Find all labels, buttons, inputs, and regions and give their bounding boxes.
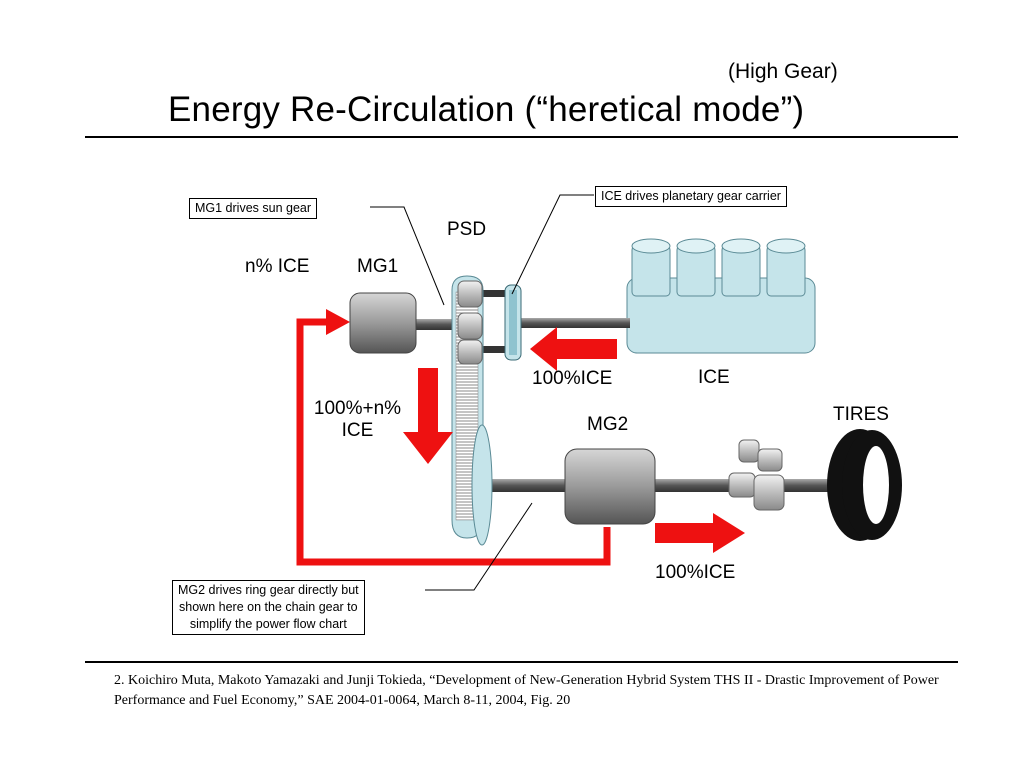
output-shaft — [484, 479, 839, 492]
tire — [827, 429, 902, 541]
output-arrow — [655, 513, 745, 553]
recirculation-path — [296, 309, 611, 566]
callout-mg2-line-2: shown here on the chain gear to — [179, 600, 358, 614]
label-n-ice: n% ICE — [245, 256, 310, 277]
ice-output-shaft — [515, 318, 630, 328]
mg2-motor — [564, 448, 656, 525]
label-ice-output: 100%ICE — [655, 562, 736, 583]
leader-mg2-drives — [425, 502, 533, 591]
label-sum-line-1: 100%+n% — [313, 398, 402, 419]
title-underline — [85, 136, 958, 138]
sun-gear — [457, 312, 483, 340]
label-sum-power: 100%+n% ICE — [300, 398, 415, 442]
leader-ice-drives — [511, 194, 594, 295]
carrier-pin-top — [478, 290, 510, 297]
label-mg2: MG2 — [587, 414, 629, 435]
planetary-gear-bottom — [457, 339, 483, 365]
mg1-shaft — [412, 319, 462, 330]
footer-rule — [85, 661, 958, 663]
planetary-carrier — [504, 284, 522, 361]
page-title: Energy Re-Circulation (“heretical mode”) — [168, 90, 805, 129]
mg1-motor — [349, 292, 417, 354]
reduction-gears — [728, 439, 785, 511]
callout-mg2-line-3: simplify the power flow chart — [189, 617, 347, 631]
reference-footnote: 2. Koichiro Muta, Makoto Yamazaki and Ju… — [114, 673, 939, 708]
callout-mg2-drives-ring-gear: MG2 drives ring gear directly but shown … — [172, 580, 365, 635]
ice-cylinder-4 — [766, 238, 806, 297]
ice-cylinder-1 — [631, 238, 671, 297]
ice-engine-block — [626, 238, 816, 354]
ice-cylinder-2 — [676, 238, 716, 297]
label-mg1: MG1 — [357, 256, 399, 277]
psd-down-arrow — [403, 368, 453, 464]
carrier-pin-bottom — [478, 346, 510, 353]
callout-mg2-line-1: MG2 drives ring gear directly but — [178, 583, 359, 597]
label-sum-line-2: ICE — [341, 420, 374, 441]
label-psd: PSD — [447, 219, 487, 240]
callout-ice-drives-carrier: ICE drives planetary gear carrier — [595, 186, 787, 207]
leader-mg1-drives — [370, 206, 445, 306]
subtitle-high-gear: (High Gear) — [728, 60, 838, 83]
ice-cylinder-3 — [721, 238, 761, 297]
planetary-gear-top — [457, 280, 483, 308]
callout-mg1-drives-sun-gear: MG1 drives sun gear — [189, 198, 318, 219]
label-ice: ICE — [698, 367, 730, 388]
label-tires: TIRES — [833, 404, 889, 425]
ice-input-arrow — [530, 327, 617, 371]
label-ice-input: 100%ICE — [532, 368, 613, 389]
